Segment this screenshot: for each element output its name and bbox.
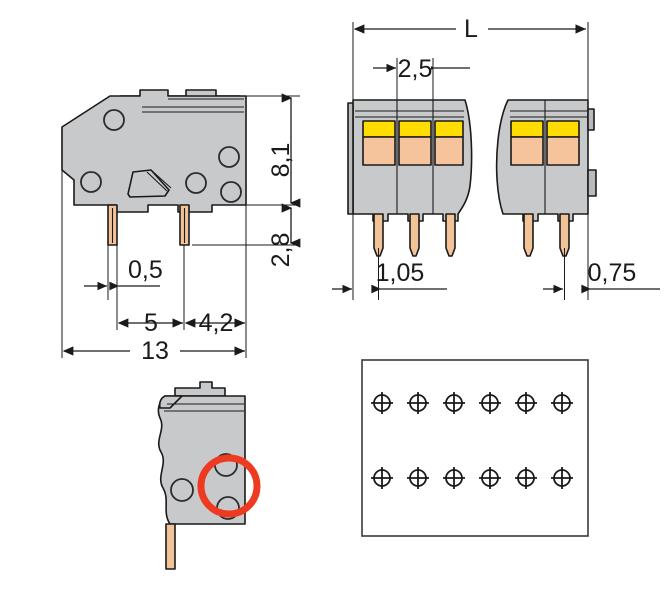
pcb-hole (443, 392, 465, 414)
pcb-hole (443, 467, 465, 489)
pin-5 (559, 213, 570, 257)
dim-pinlength-2-8: 2,8 (192, 203, 301, 268)
hole-center (185, 172, 207, 194)
pin-3 (445, 213, 456, 257)
pcb-hole (551, 467, 573, 489)
dim-label-depth: 13 (141, 337, 169, 365)
pcb-hole (371, 467, 393, 489)
pcb-hole (515, 392, 537, 414)
dim-pitch-2-5: 2,5 (373, 54, 470, 100)
dim-label-pin-length: 2,8 (267, 233, 295, 268)
dim-length-L: L (352, 14, 589, 100)
pin-rear (179, 204, 190, 246)
pcb-hole-row-1 (371, 392, 573, 414)
hole-lower-left (80, 171, 102, 193)
pcb-hole (371, 392, 393, 414)
pcb-hole (479, 392, 501, 414)
pcb-drilling-plan (361, 359, 589, 537)
dim-rear-offset-4-2: 4,2 (184, 205, 247, 337)
rear-view (157, 381, 261, 570)
dim-label-pin-thickness: 0,5 (128, 256, 163, 284)
pole-cell-1 (362, 120, 396, 166)
dim-offset-0-75: 0,75 (543, 214, 660, 300)
rear-view-pin (165, 523, 176, 570)
pcb-hole (407, 392, 429, 414)
pole-cell-2 (398, 120, 432, 166)
hole-upper-left (103, 109, 125, 131)
dim-label-offset-inner: 1,05 (376, 259, 425, 287)
hole-lower-right (220, 181, 242, 203)
dim-row-spacing-5: 5 (116, 245, 185, 337)
pole-cell-4 (510, 120, 544, 166)
dim-label-length: L (464, 15, 478, 43)
dim-label-row-spacing: 5 (144, 309, 158, 337)
pin-4 (523, 213, 534, 257)
pcb-hole (551, 392, 573, 414)
pole-cell-5 (546, 120, 580, 166)
pcb-hole (515, 467, 537, 489)
hole-upper-right (218, 146, 240, 168)
pcb-hole-row-2 (371, 467, 573, 489)
pcb-hole (479, 467, 501, 489)
dim-offset-1-05: 1,05 (332, 214, 447, 300)
pole-cells-right (510, 100, 580, 214)
side-view-lever (127, 169, 172, 198)
front-view-right: 0,75 (495, 99, 660, 300)
dim-pin-thickness-0-5: 0,5 (84, 245, 163, 300)
pole-cells-left (362, 100, 464, 214)
dim-label-pitch: 2,5 (398, 55, 433, 83)
dim-label-offset-outer: 0,75 (588, 259, 637, 287)
side-view-holes (80, 109, 242, 203)
pcb-outline (361, 359, 589, 537)
rear-hole-left (170, 478, 194, 502)
side-view-body (61, 89, 247, 213)
highlight-circle (197, 454, 261, 518)
front-view-left: 1,05 (332, 99, 473, 300)
dim-depth-13: 13 (61, 170, 247, 365)
pin-2 (409, 213, 420, 257)
front-view-right-pins (523, 213, 570, 257)
front-view-left-pins (373, 213, 456, 257)
pole-cell-3 (434, 120, 464, 166)
pin-1 (373, 213, 384, 257)
pcb-hole (407, 467, 429, 489)
dim-label-height: 8,1 (267, 143, 295, 178)
dim-label-rear-offset: 4,2 (199, 309, 234, 337)
side-view: 8,1 2,8 0,5 5 4,2 (61, 89, 301, 365)
pin-front (107, 204, 118, 246)
